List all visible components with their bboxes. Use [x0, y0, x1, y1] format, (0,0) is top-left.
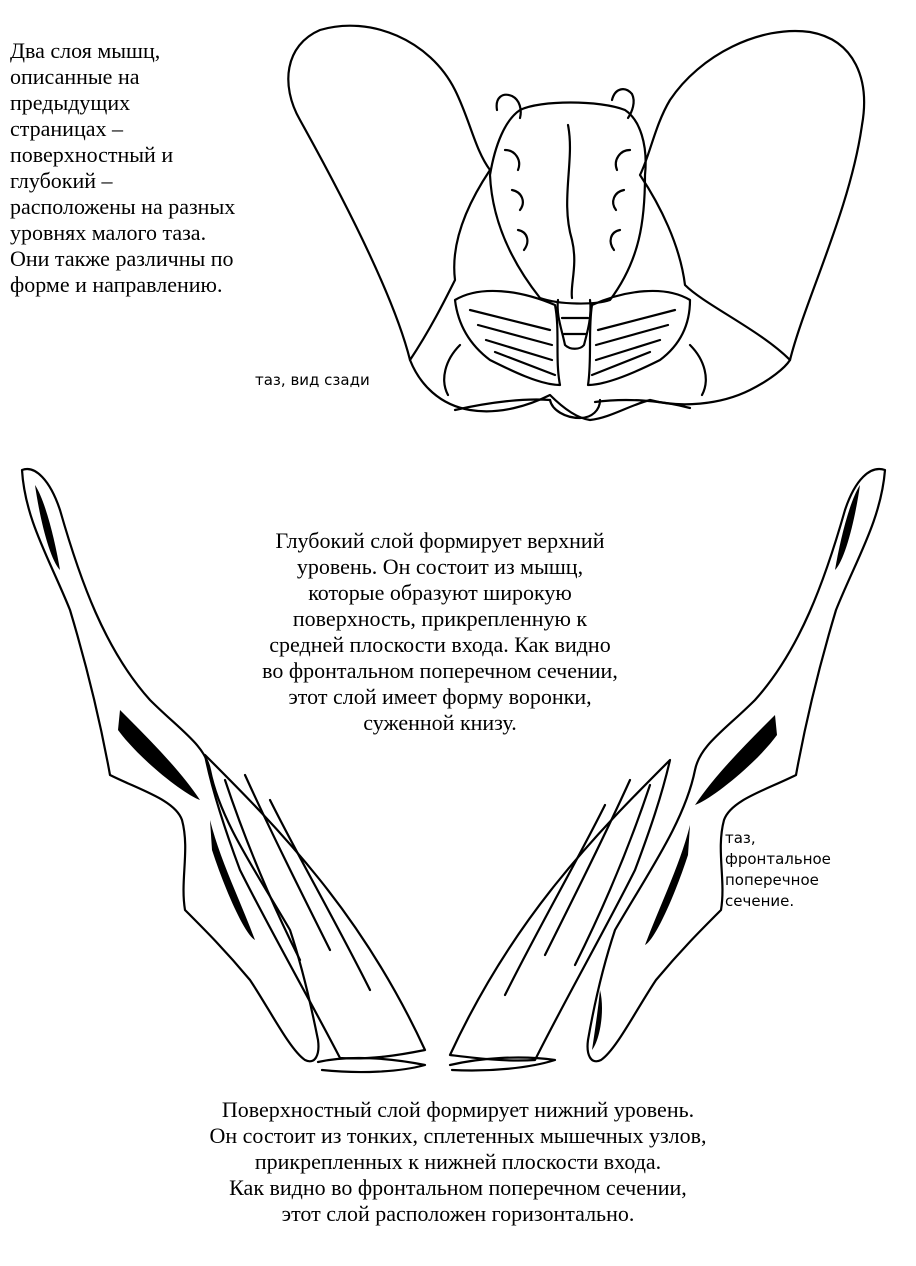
left-superficial-muscle-layer — [316, 1056, 427, 1074]
left-iliac-wing — [287, 24, 492, 362]
posterior-view-label: таз, вид сзади — [255, 371, 370, 389]
coccyx — [556, 298, 592, 350]
frontal-section-label: таз, фронтальное поперечное сечение. — [725, 829, 831, 910]
right-pelvic-bone-section — [586, 467, 887, 1063]
right-superficial-muscle-layer — [448, 1056, 557, 1072]
ischial-ligament — [453, 398, 692, 412]
deep-layer-text: Глубокий слой формирует верхний уровень.… — [262, 528, 618, 735]
right-deep-muscle-layer — [448, 758, 672, 1062]
right-iliac-wing — [638, 29, 866, 362]
pelvic-floor-muscles — [453, 289, 562, 387]
intro-text: Два слоя мышц, описанные на предыдущих с… — [10, 38, 236, 297]
left-pelvic-bone-section — [20, 467, 320, 1063]
sacrum — [488, 101, 647, 305]
superficial-layer-text: Поверхностный слой формирует нижний уров… — [209, 1097, 707, 1226]
